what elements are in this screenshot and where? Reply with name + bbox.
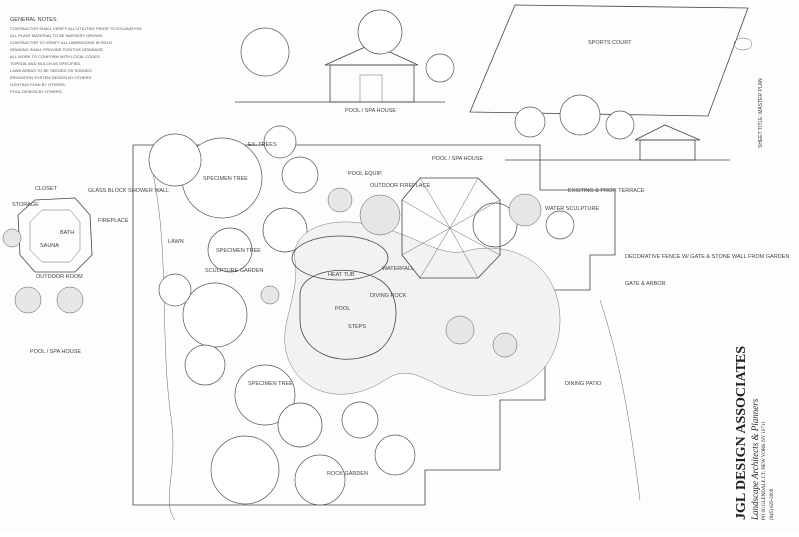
outdoor-room-label: OUTDOOR ROOM xyxy=(36,274,83,280)
pool-house-plan: CLOSET STORAGE GLASS BLOCK SHOWER WALL F… xyxy=(2,186,169,355)
specimen-tree-3-label: SPECIMEN TREE xyxy=(248,381,293,387)
terrace-label: EXISTING & PROP. TERRACE xyxy=(568,188,645,194)
closet-label: CLOSET xyxy=(35,186,58,192)
specimen-tree-1-label: SPECIMEN TREE xyxy=(203,176,248,182)
sports-court: SPORTS COURT xyxy=(469,4,753,117)
general-note-line: LIGHTING PLAN BY OTHERS. xyxy=(10,82,66,87)
heat-tub-label: HEAT TUB xyxy=(328,272,355,278)
general-note-line: LAWN AREAS TO BE SEEDED OR SODDED. xyxy=(10,68,93,73)
waterfall-label: WATERFALL xyxy=(382,266,414,272)
lawn-label: LAWN xyxy=(168,239,184,245)
pool-house-plan-label: POOL / SPA HOUSE xyxy=(30,349,81,355)
title-block: JGL DESIGN ASSOCIATES Landscape Architec… xyxy=(732,340,792,520)
site-plan: LAWN SPECIMEN TREE SPECIMEN TREE SPECIME… xyxy=(132,125,789,521)
dining-patio-label: DINING PATIO xyxy=(565,381,602,387)
general-note-line: IRRIGATION SYSTEM DESIGN BY OTHERS. xyxy=(10,75,92,80)
sheet-title: SHEET TITLE: MASTER PLAN xyxy=(758,78,764,148)
pool-equip-label: POOL EQUIP. xyxy=(348,171,383,177)
general-note-line: POOL DESIGN BY OTHERS. xyxy=(10,89,63,94)
general-notes: GENERAL NOTES CONTRACTOR SHALL VERIFY AL… xyxy=(10,17,142,94)
sauna-label: SAUNA xyxy=(40,243,59,249)
terrace-elevation: EXISTING & PROP. TERRACE xyxy=(505,94,730,194)
sculpture-garden-label: SCULPTURE GARDEN xyxy=(205,268,263,274)
rock-garden-label: ROCK GARDEN xyxy=(327,471,368,477)
firm-subtitle: Landscape Architects & Planners xyxy=(750,398,760,520)
pool-label: POOL xyxy=(335,306,350,312)
fence-note-label: DECORATIVE FENCE W/ GATE & STONE WALL FR… xyxy=(625,254,789,260)
pool-house-top-label: POOL / SPA HOUSE xyxy=(432,156,483,162)
general-note-line: ALL PLANT MATERIAL TO BE NURSERY GROWN. xyxy=(10,33,103,38)
sheet-title-block: SHEET TITLE: MASTER PLAN xyxy=(758,68,798,158)
existing-trees-label: EX. TREES xyxy=(248,142,277,148)
water-sculpture-label: WATER SCULPTURE xyxy=(545,206,599,212)
fireplace-site-label: OUTDOOR FIREPLACE xyxy=(370,183,431,189)
firm-name: JGL DESIGN ASSOCIATES xyxy=(734,345,749,520)
firm-address: PO 00 GLENDALE CT, NEW YORK NY 10711 xyxy=(762,421,767,520)
specimen-tree-2-label: SPECIMEN TREE xyxy=(216,248,261,254)
general-notes-title: GENERAL NOTES xyxy=(10,17,57,23)
general-note-line: CONTRACTOR TO VERIFY ALL DIMENSIONS IN F… xyxy=(10,40,113,45)
diving-rock-label: DIVING ROCK xyxy=(370,293,407,299)
pool-house-elevation: POOL / SPA HOUSE xyxy=(235,9,455,114)
general-note-line: CONTRACTOR SHALL VERIFY ALL UTILITIES PR… xyxy=(10,26,142,31)
general-note-line: GRADING SHALL PROVIDE POSITIVE DRAINAGE. xyxy=(10,47,104,52)
gate-arbor-label: GATE & ARBOR xyxy=(625,281,666,287)
pool-house-elevation-label: POOL / SPA HOUSE xyxy=(345,108,396,114)
storage-label: STORAGE xyxy=(12,202,39,208)
sports-court-label: SPORTS COURT xyxy=(588,40,632,46)
steps-label: STEPS xyxy=(348,324,366,330)
general-note-line: ALL WORK TO CONFORM WITH LOCAL CODES. xyxy=(10,54,101,59)
general-note-line: TOPSOIL AND MULCH AS SPECIFIED. xyxy=(10,61,81,66)
glass-block-label: GLASS BLOCK SHOWER WALL xyxy=(88,188,169,194)
firm-phone: (845) 629-2009 xyxy=(770,488,775,520)
fireplace-label: FIREPLACE xyxy=(98,218,129,224)
bath-label: BATH xyxy=(60,230,74,236)
